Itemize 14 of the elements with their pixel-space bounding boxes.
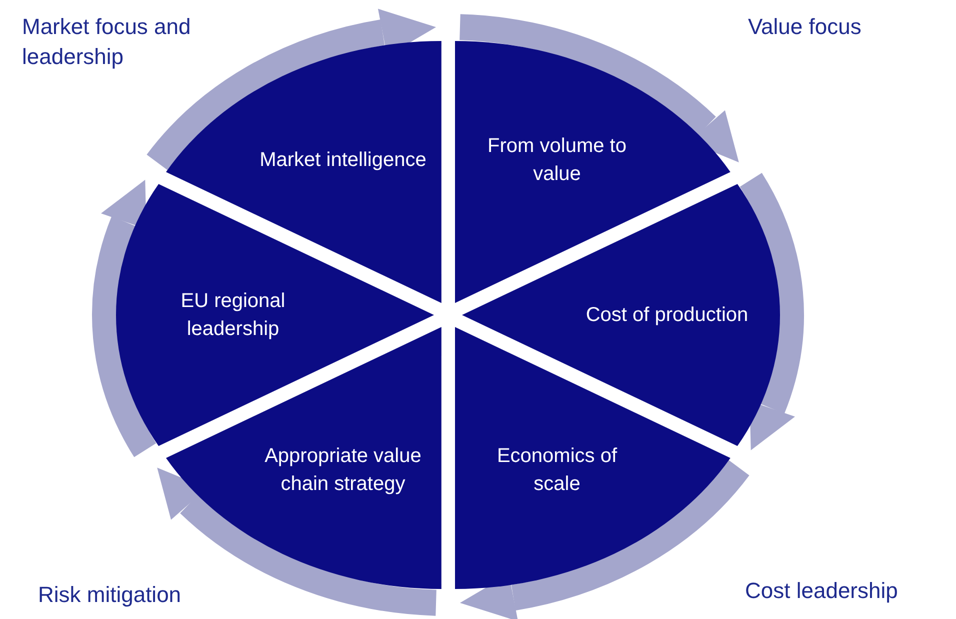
sector-label: From volume to value (486, 134, 628, 187)
pie-sector (455, 40, 730, 303)
sector-label: EU regional leadership (180, 289, 286, 342)
pie-sector (455, 327, 730, 590)
sector-label: Market intelligence (258, 148, 428, 173)
corner-label: Market focus and leadership (22, 13, 192, 71)
sector-label: Cost of production (584, 303, 750, 328)
pie-sector (462, 184, 780, 446)
sector-label: Appropriate value chain strategy (264, 444, 422, 497)
corner-label: Cost leadership (745, 577, 898, 605)
corner-label: Risk mitigation (38, 581, 182, 609)
corner-label: Value focus (748, 13, 862, 41)
sector-label: Economics of scale (496, 444, 618, 497)
pie-sector (116, 184, 434, 446)
